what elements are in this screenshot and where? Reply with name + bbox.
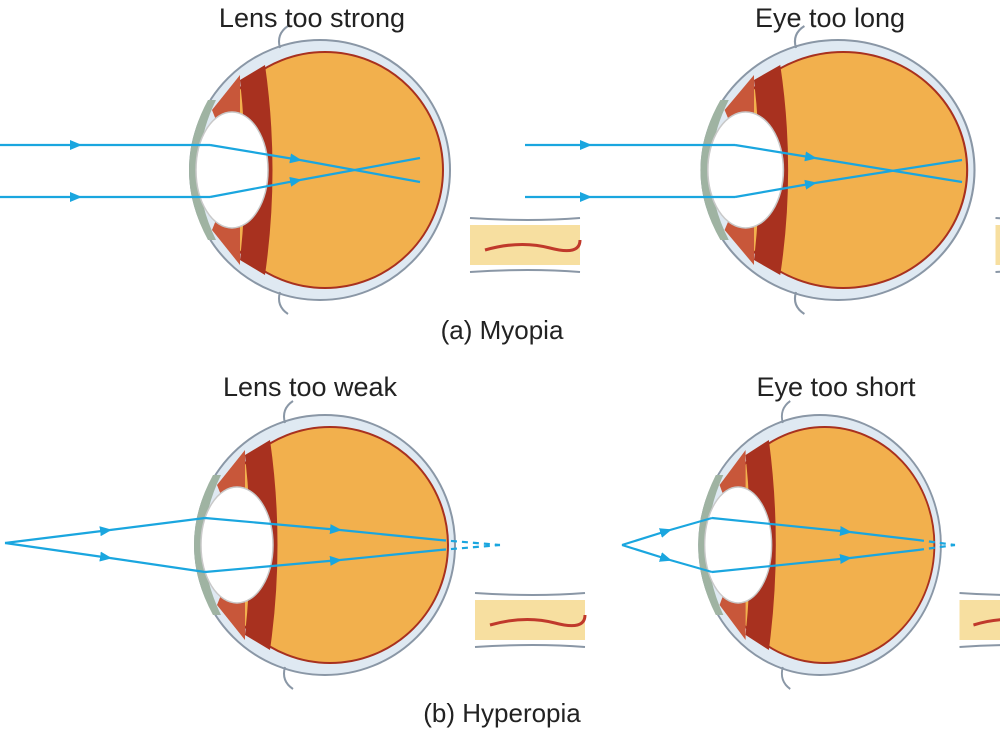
- myopia-left-eye: [187, 24, 582, 316]
- hyperopia-left-title: Lens too weak: [222, 372, 398, 402]
- myopia-right-title: Eye too long: [754, 3, 906, 33]
- myopia-left-rays: [0, 140, 421, 202]
- hyperopia-right-title: Eye too short: [756, 372, 916, 402]
- hyperopia-left-eye: [192, 399, 587, 691]
- myopia-right-rays: [525, 140, 963, 202]
- myopia-caption: (a) Myopia: [440, 315, 564, 345]
- myopia-right-eye: [698, 24, 1000, 316]
- hyperopia-caption: (b) Hyperopia: [423, 698, 581, 728]
- hyperopia-left-rays: [4, 516, 501, 574]
- hyperopia-right-rays: [621, 516, 956, 574]
- myopia-left-title: Lens too strong: [218, 3, 406, 33]
